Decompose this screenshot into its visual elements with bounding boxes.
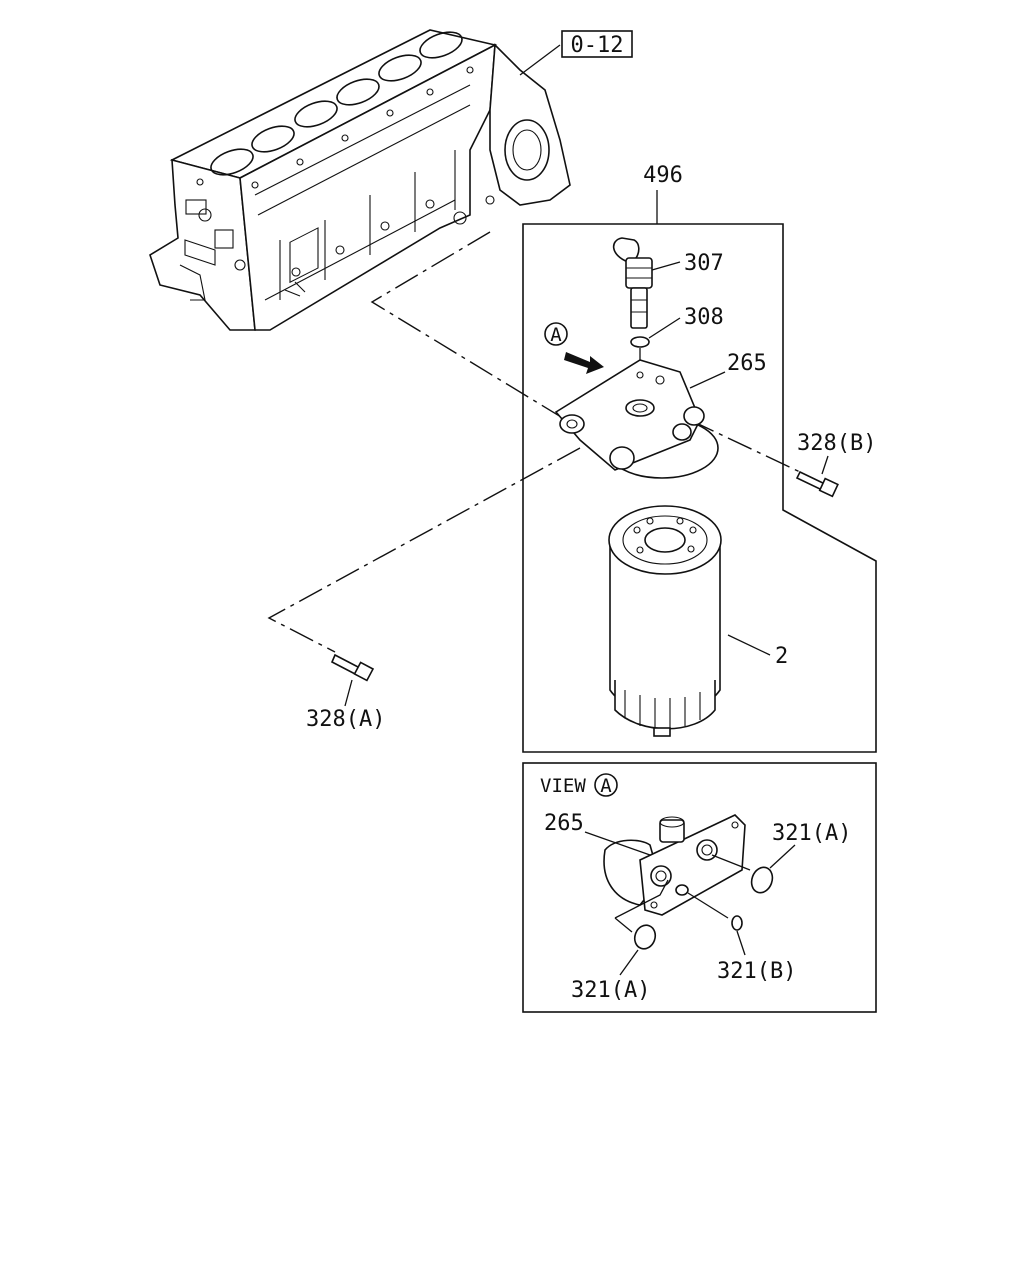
view-marker-label: A bbox=[550, 324, 562, 346]
filter-head-265: 265 bbox=[554, 351, 767, 479]
bolt-a-label: 328(A) bbox=[306, 707, 385, 732]
assembly-number-label: 496 bbox=[643, 163, 683, 188]
bolt-328a: 328(A) bbox=[306, 653, 385, 732]
filter-cartridge-label: 2 bbox=[775, 644, 788, 669]
alignment-lines bbox=[267, 44, 801, 653]
ref-box-label: 0-12 bbox=[571, 33, 624, 58]
filter-head-label: 265 bbox=[727, 351, 767, 376]
assembly-frame: 496 bbox=[522, 163, 877, 753]
view-a-marker: A bbox=[600, 775, 612, 797]
sensor-307: 307 bbox=[612, 237, 724, 329]
bolt-b-label: 328(B) bbox=[797, 431, 876, 456]
sensor-label: 307 bbox=[684, 251, 724, 276]
view-marker-a: A bbox=[544, 322, 604, 374]
view-a-o-ring-a-right-label: 321(A) bbox=[772, 821, 851, 846]
filter-cartridge-2: 2 bbox=[608, 505, 788, 737]
engine-block bbox=[149, 29, 571, 331]
view-a-title: VIEW bbox=[540, 775, 586, 797]
o-ring-label: 308 bbox=[684, 305, 724, 330]
view-a-o-ring-b-label: 321(B) bbox=[717, 959, 796, 984]
reference-box: 0-12 bbox=[561, 30, 633, 58]
bolt-328b: 328(B) bbox=[795, 431, 876, 498]
view-a-panel: VIEW A 265 321(A) 321(A) 321(B) bbox=[522, 762, 877, 1013]
view-a-filter-head-label: 265 bbox=[544, 811, 584, 836]
view-a-o-ring-a-bottom-label: 321(A) bbox=[571, 978, 650, 1003]
